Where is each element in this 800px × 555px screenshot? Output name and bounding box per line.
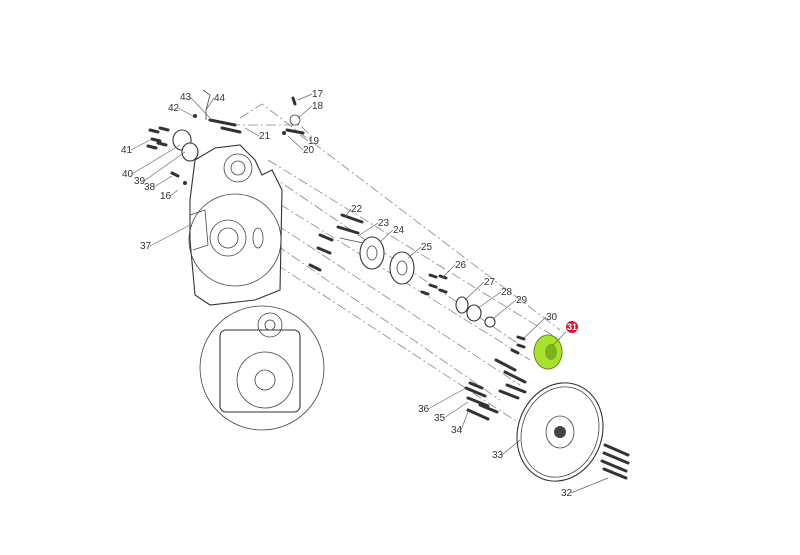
callout-32[interactable]: 32 [561,488,573,499]
leader-line [493,299,517,319]
top-parts [146,89,305,185]
leader-line [427,387,467,410]
callout-26[interactable]: 26 [455,260,467,271]
callout-40[interactable]: 40 [122,169,134,180]
highlighted-part-31[interactable] [533,334,563,370]
leader-line [523,316,547,339]
callout-33[interactable]: 33 [492,450,504,461]
callout-leaders [130,93,609,494]
leader-line [177,107,194,117]
callout-38[interactable]: 38 [144,182,156,193]
leader-line [344,208,352,218]
leader-line [297,93,313,101]
callout-29[interactable]: 29 [516,295,528,306]
callout-21[interactable]: 21 [259,131,271,142]
leader-line [460,411,469,431]
leader-line [143,151,186,182]
callout-42[interactable]: 42 [168,103,180,114]
inset-view [199,305,325,431]
callout-19[interactable]: 19 [308,136,320,147]
leader-line [244,127,260,137]
leader-line [477,291,502,309]
leader-line [149,224,191,247]
callout-22[interactable]: 22 [351,204,363,215]
leader-line [130,139,151,151]
callout-badge[interactable] [566,321,578,333]
callout-17[interactable]: 17 [312,89,324,100]
leader-line [153,175,173,188]
leader-line [570,477,609,494]
leader-line [189,96,211,119]
callout-31[interactable]: 31 [567,322,577,332]
leader-line [379,229,394,243]
leader-line [551,331,567,347]
callout-27[interactable]: 27 [484,277,496,288]
middle-parts [308,213,527,421]
flywheel [516,382,630,482]
leader-line [299,134,309,142]
leader-line [131,144,181,175]
callout-36[interactable]: 36 [418,404,430,415]
callout-labels: 1617181920212223242526272829303132333435… [121,89,578,499]
leader-line [443,401,469,419]
callout-20[interactable]: 20 [303,145,315,156]
leader-line [441,264,456,279]
leader-line [357,222,379,237]
flywheel-housing [188,144,283,306]
leader-line [297,105,313,119]
leader-line [501,439,521,456]
callout-41[interactable]: 41 [121,145,133,156]
leader-line [205,97,215,111]
callout-39[interactable]: 39 [134,176,146,187]
callout-30[interactable]: 30 [546,312,558,323]
callout-16[interactable]: 16 [160,191,172,202]
callout-18[interactable]: 18 [312,101,324,112]
callout-44[interactable]: 44 [214,93,226,104]
callout-24[interactable]: 24 [393,225,405,236]
leader-line [169,189,179,197]
callout-28[interactable]: 28 [501,287,513,298]
leader-line [287,135,304,151]
callout-25[interactable]: 25 [421,242,433,253]
callout-43[interactable]: 43 [180,92,192,103]
callout-35[interactable]: 35 [434,413,446,424]
leader-line [464,281,485,301]
callout-34[interactable]: 34 [451,425,463,436]
callout-23[interactable]: 23 [378,218,390,229]
leader-line [407,246,422,259]
callout-37[interactable]: 37 [140,241,152,252]
